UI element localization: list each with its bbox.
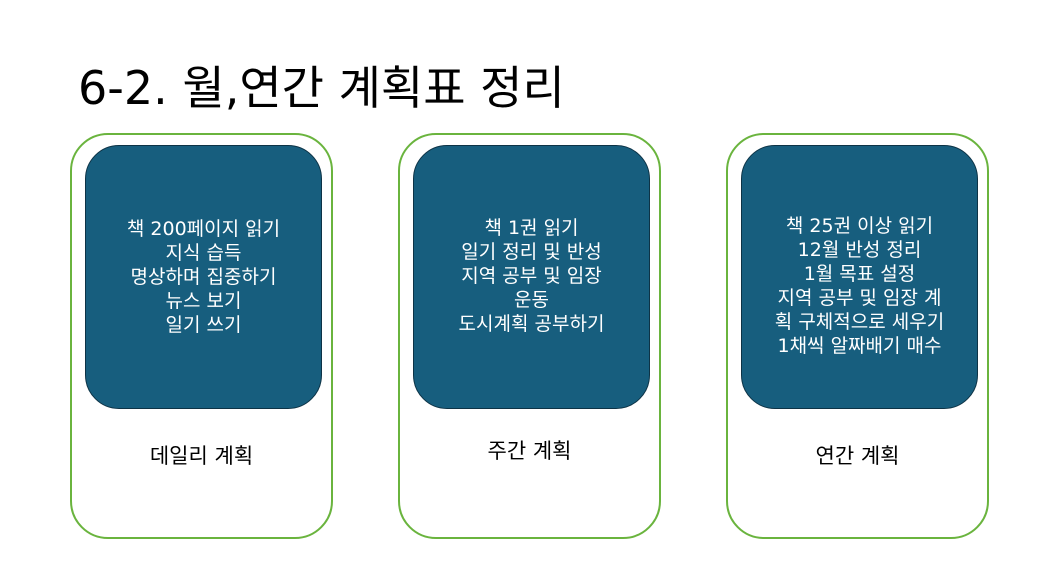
plan-line: 뉴스 보기 [165,290,242,312]
weekly-plan-label: 주간 계획 [487,439,572,463]
plan-line: 책 25권 이상 읽기 [785,215,934,237]
daily-plan-card: 책 200페이지 읽기 지식 습득 명상하며 집중하기 뉴스 보기 일기 쓰기 … [70,133,333,539]
plan-line: 획 구체적으로 세우기 [774,311,945,333]
plan-line: 일기 쓰기 [165,314,242,336]
yearly-plan-card: 책 25권 이상 읽기 12월 반성 정리 1월 목표 설정 지역 공부 및 임… [726,133,989,539]
plan-line: 책 200페이지 읽기 [126,218,281,240]
slide-title: 6-2. 월,연간 계획표 정리 [78,61,565,115]
plan-line: 12월 반성 정리 [797,239,922,261]
yearly-plan-box: 책 25권 이상 읽기 12월 반성 정리 1월 목표 설정 지역 공부 및 임… [741,145,978,409]
plan-line: 명상하며 집중하기 [130,266,277,288]
plan-line: 지역 공부 및 임장 [461,265,602,287]
weekly-plan-card: 책 1권 읽기 일기 정리 및 반성 지역 공부 및 임장 운동 도시계획 공부… [398,133,661,539]
daily-plan-label: 데일리 계획 [149,444,254,468]
plan-line: 책 1권 읽기 [484,217,579,239]
plan-line: 운동 [514,289,549,311]
plan-line: 지식 습득 [165,242,242,264]
plan-line: 일기 정리 및 반성 [461,241,602,263]
weekly-plan-box: 책 1권 읽기 일기 정리 및 반성 지역 공부 및 임장 운동 도시계획 공부… [413,145,650,409]
plan-line: 지역 공부 및 임장 계 [777,287,942,309]
plan-line: 도시계획 공부하기 [458,313,605,335]
plan-line: 1채씩 알짜배기 매수 [777,335,942,357]
daily-plan-box: 책 200페이지 읽기 지식 습득 명상하며 집중하기 뉴스 보기 일기 쓰기 [85,145,322,409]
plan-line: 1월 목표 설정 [803,263,916,285]
yearly-plan-label: 연간 계획 [815,444,900,468]
